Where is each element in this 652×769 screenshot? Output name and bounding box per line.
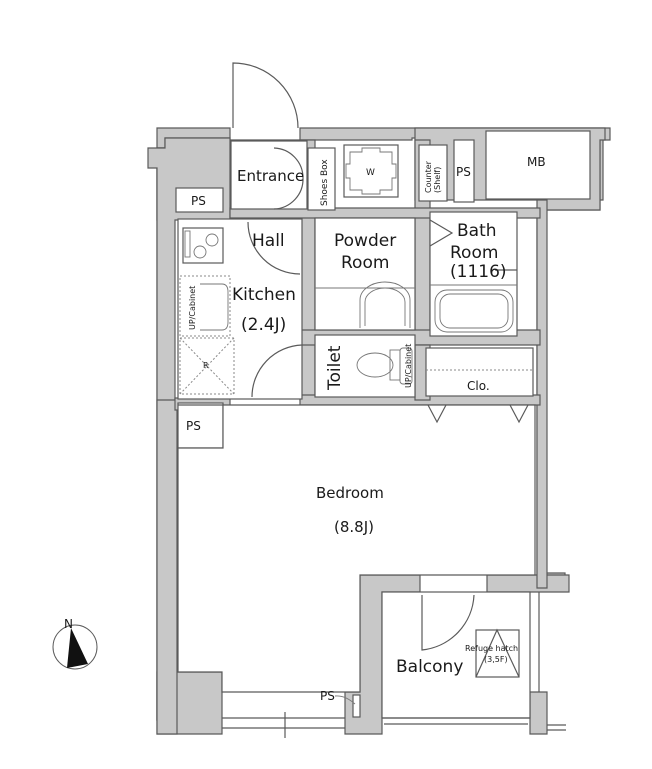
- ps-top: [453, 139, 475, 203]
- toilet-room: [314, 334, 416, 398]
- ps-bedroom-label: PS: [186, 419, 201, 433]
- entrance-room: [230, 140, 308, 210]
- closet: [425, 347, 534, 397]
- powder-room-label-2: Room: [341, 253, 389, 273]
- bedroom-label: Bedroom: [316, 484, 384, 502]
- up-cabinet-toilet-label: UP/Cabinet: [404, 344, 413, 388]
- bath-size-label: (1116): [450, 262, 507, 282]
- bath-room: [429, 211, 518, 337]
- ps-balcony: [352, 694, 361, 718]
- hall-label: Hall: [252, 231, 285, 251]
- ps-top-label: PS: [456, 165, 471, 179]
- north-compass-icon: N: [52, 617, 98, 670]
- labels: Entrance Shoes Box W Counter (Shelf) PS …: [186, 155, 546, 703]
- bedroom-size-label: (8.8J): [334, 518, 374, 536]
- ps-left: [175, 187, 224, 213]
- balcony-label: Balcony: [396, 657, 463, 677]
- stove: [182, 227, 224, 264]
- mb-label: MB: [527, 155, 546, 169]
- ps-bedroom: [177, 402, 224, 449]
- balcony: [381, 591, 531, 719]
- washer-space: [343, 144, 399, 198]
- kitchen-label: Kitchen: [232, 285, 296, 305]
- main-door-swing: [232, 62, 299, 129]
- bath-label-1: Bath: [457, 221, 497, 241]
- rooms: [175, 130, 591, 719]
- refuge-hatch-label: Refuge hatch: [465, 644, 518, 653]
- refuge-hatch-floors-label: (3,5F): [484, 655, 508, 664]
- entrance-label: Entrance: [237, 167, 304, 185]
- ps-left-label: PS: [191, 194, 206, 208]
- toilet-label: Toilet: [325, 345, 345, 391]
- mb-box: [485, 130, 591, 200]
- closet-label: Clo.: [467, 379, 490, 393]
- shoes-box-label: Shoes Box: [320, 159, 330, 206]
- bedroom: [177, 404, 536, 693]
- washer-label: W: [366, 168, 375, 178]
- bath-label-2: Room: [450, 243, 498, 263]
- counter-sub-label: (Shelf): [433, 167, 442, 193]
- counter-shelf: [418, 144, 448, 202]
- refrigerator-label: R: [203, 361, 209, 370]
- ps-balcony-label: PS: [320, 689, 335, 703]
- shoes-box: [307, 147, 336, 211]
- kitchen-size-label: (2.4J): [241, 315, 286, 335]
- fixtures: [179, 62, 566, 738]
- compass-north-label: N: [64, 617, 73, 631]
- powder-room-label-1: Powder: [334, 231, 396, 251]
- counter-label: Counter: [424, 160, 433, 193]
- up-cabinet-kitchen-label: UP/Cabinet: [188, 286, 197, 330]
